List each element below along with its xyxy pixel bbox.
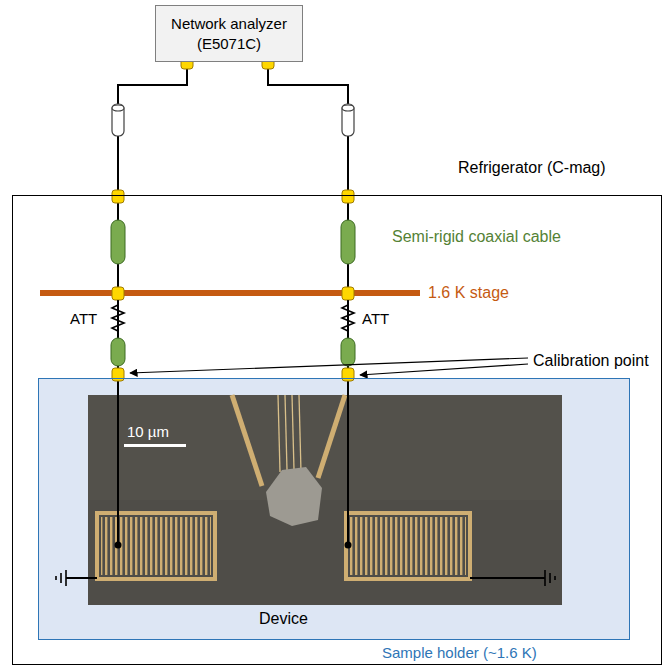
scale-bar xyxy=(124,444,186,447)
left-transducer xyxy=(97,513,215,579)
right-coax-parts xyxy=(342,287,354,300)
left-coax-parts xyxy=(112,190,124,203)
electrodes xyxy=(318,395,345,478)
right-coax-parts xyxy=(341,220,355,264)
electrodes xyxy=(299,395,301,472)
ground-symbol xyxy=(56,570,555,586)
sample-holder-box: DeviceSample holder (~1.6 K) xyxy=(38,378,630,640)
stage-label: 1.6 K stage xyxy=(428,284,509,302)
device-photo xyxy=(88,395,562,500)
callout-arrow xyxy=(360,364,528,375)
electrodes xyxy=(278,395,280,472)
ground-symbol xyxy=(56,570,66,586)
electrodes xyxy=(292,395,294,470)
right-coax-parts xyxy=(342,104,354,136)
right-coax-parts xyxy=(342,368,354,381)
left-coax-parts xyxy=(111,338,125,366)
left-coax-parts xyxy=(111,220,125,264)
cable-label: Semi-rigid coaxial cable xyxy=(392,228,561,246)
right-coax-parts xyxy=(341,338,355,366)
node-label: (E5071C) xyxy=(197,34,261,54)
left-transducer xyxy=(97,513,215,579)
callout-label: Calibration point xyxy=(533,352,649,370)
attenuator-label: ATT xyxy=(70,310,97,328)
left-coax-parts xyxy=(111,104,125,381)
left-coax-parts xyxy=(112,105,124,111)
device-wiring xyxy=(345,542,352,549)
coax-cable xyxy=(118,62,187,395)
callout-arrow xyxy=(130,358,528,375)
ground-symbol xyxy=(66,577,97,579)
attenuator-label: ATT xyxy=(362,310,389,328)
scale-bar-label: 10 µm xyxy=(127,423,169,441)
left-coax-parts xyxy=(112,300,124,336)
device-photo xyxy=(88,395,562,605)
right-coax-parts xyxy=(342,190,354,203)
node-label: Device xyxy=(259,609,308,629)
callout-arrow xyxy=(130,358,528,373)
right-transducer xyxy=(346,513,470,579)
ground-symbol xyxy=(545,570,555,586)
left-coax-parts xyxy=(112,287,124,300)
electrodes xyxy=(285,395,287,470)
flake xyxy=(266,467,322,526)
device-wiring xyxy=(115,395,352,549)
ground-symbol xyxy=(470,577,545,579)
cold-stage xyxy=(40,290,420,296)
coax-cable xyxy=(268,62,348,395)
electrodes xyxy=(232,395,262,486)
node-label: Refrigerator (C-mag) xyxy=(458,158,606,178)
device-wiring xyxy=(117,395,119,545)
instrument-box: Network analyzer(E5071C) xyxy=(155,5,303,62)
right-coax-parts xyxy=(342,300,354,336)
right-transducer xyxy=(346,513,470,579)
sample-holder-fill xyxy=(38,378,630,640)
right-coax-parts xyxy=(341,104,355,381)
device-wiring xyxy=(347,395,349,545)
node-label: Network analyzer xyxy=(171,14,287,34)
device-wiring xyxy=(115,542,122,549)
cryostat-outline: DeviceSample holder (~1.6 K)Refrigerator… xyxy=(12,195,662,665)
right-coax-parts xyxy=(342,105,354,111)
left-coax-parts xyxy=(112,104,124,136)
right-transducer xyxy=(350,517,466,575)
node-label: Sample holder (~1.6 K) xyxy=(382,643,537,663)
device-photo xyxy=(88,395,562,605)
left-coax-parts xyxy=(112,368,124,381)
